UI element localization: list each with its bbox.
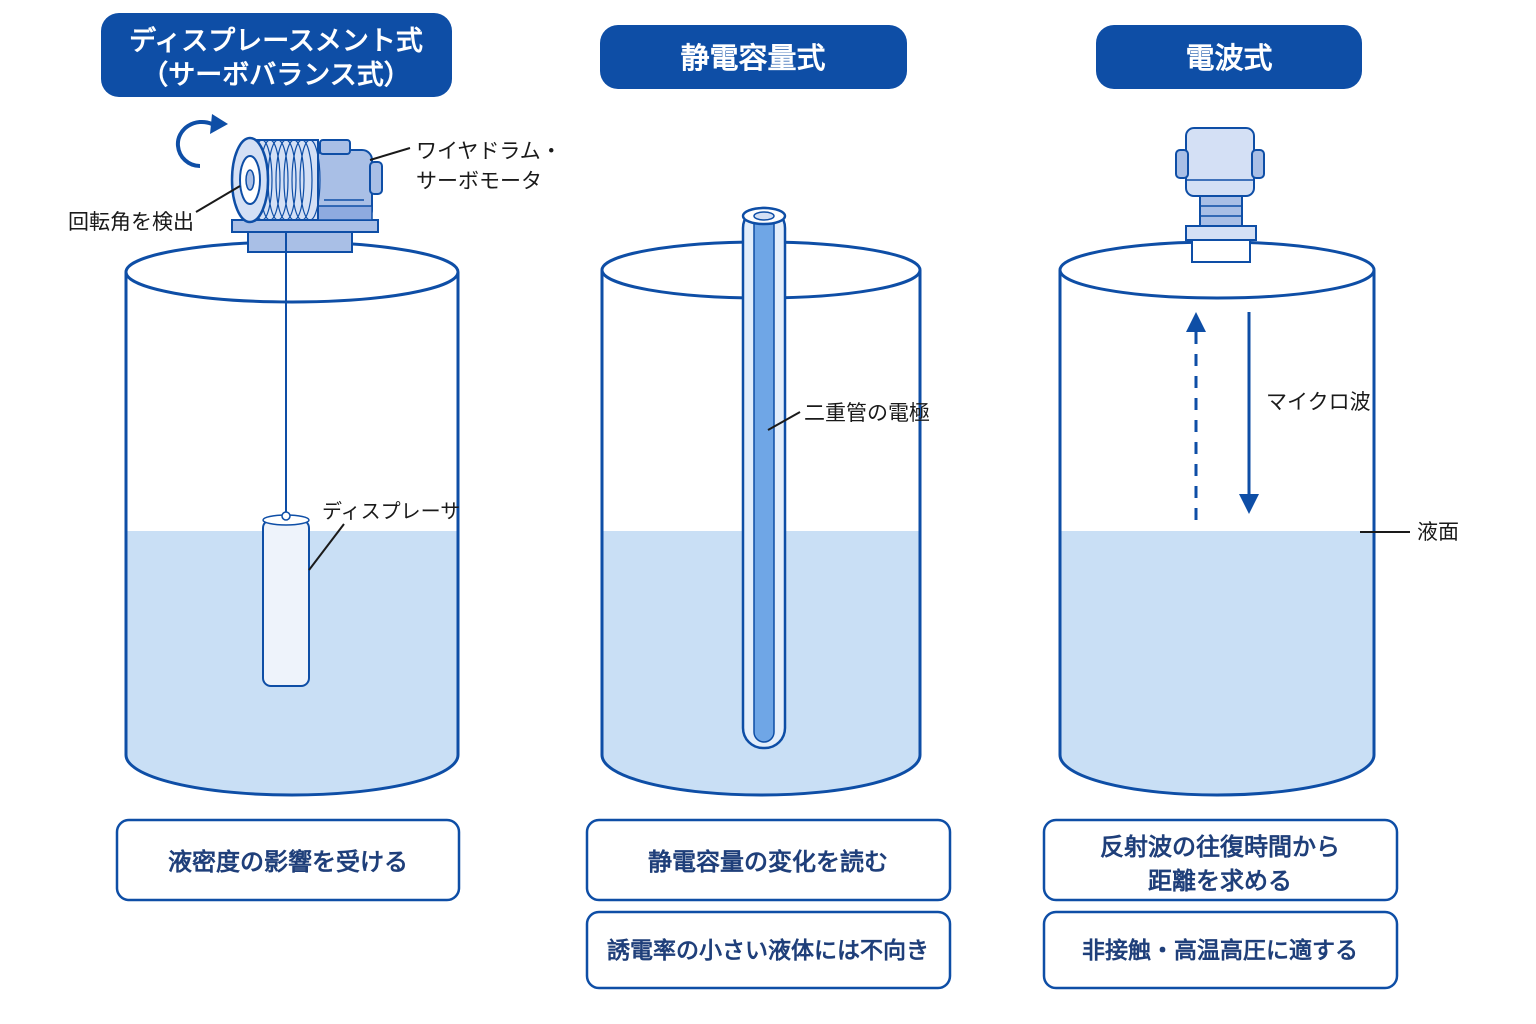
note-capacitance-1: 静電容量の変化を読む xyxy=(585,818,952,902)
displacer xyxy=(262,519,310,687)
tank-body-outline-3 xyxy=(1058,270,1376,797)
header-radar: 電波式 xyxy=(1096,25,1362,89)
label-rotation: 回転角を検出 xyxy=(68,210,194,234)
tank-radar: マイクロ波 液面 xyxy=(1058,127,1459,797)
tank-capacitance: 二重管の電極 xyxy=(600,206,930,797)
note-capacitance-2-text: 誘電率の小さい液体には不向き xyxy=(607,937,929,964)
note-capacitance-1-text: 静電容量の変化を読む xyxy=(648,848,888,876)
label-surface: 液面 xyxy=(1417,520,1459,544)
label-displacer: ディスプレーサ xyxy=(322,499,460,523)
label-microwave: マイクロ波 xyxy=(1266,390,1371,414)
tank-displacement: ワイヤドラム・ サーボモータ 回転角を検出 ディスプレーサ xyxy=(68,114,562,797)
header-displacement: ディスプレースメント式 （サーボバランス式） xyxy=(101,13,452,97)
leader-displacer xyxy=(308,523,345,571)
leader-rotation xyxy=(195,185,241,213)
label-electrode: 二重管の電極 xyxy=(804,401,930,425)
note-radar-2: 非接触・高温高圧に適する xyxy=(1042,910,1399,990)
radar-transmitter xyxy=(1175,127,1265,263)
tank-body-outline-2 xyxy=(600,270,922,797)
tank-body-outline-1 xyxy=(124,272,460,797)
header-capacitance-title: 静電容量式 xyxy=(680,41,825,75)
header-displacement-line1: ディスプレースメント式 xyxy=(129,25,423,57)
note-displacement-1: 液密度の影響を受ける xyxy=(115,818,461,902)
transmitted-arrowhead-icon xyxy=(1239,494,1259,514)
label-drum-motor-line1: ワイヤドラム・ xyxy=(416,139,562,163)
header-displacement-line2: （サーボバランス式） xyxy=(141,60,410,91)
liquid-radar xyxy=(1060,531,1374,795)
leader-drum-motor xyxy=(369,147,411,161)
note-radar-1: 反射波の往復時間から 距離を求める xyxy=(1042,818,1399,902)
header-capacitance: 静電容量式 xyxy=(600,25,907,89)
note-radar-1-line1: 反射波の往復時間から xyxy=(1100,833,1340,861)
servo-motor-cap xyxy=(369,161,383,195)
reflected-arrowhead-icon xyxy=(1186,312,1206,332)
note-displacement-1-text: 液密度の影響を受ける xyxy=(168,848,408,876)
label-drum-motor-line2: サーボモータ xyxy=(416,169,542,193)
note-capacitance-2: 誘電率の小さい液体には不向き xyxy=(585,910,952,990)
leader-electrode xyxy=(767,411,801,431)
header-radar-title: 電波式 xyxy=(1185,41,1272,75)
rotation-arrow-icon xyxy=(175,119,213,169)
note-radar-1-line2: 距離を求める xyxy=(1148,867,1292,895)
drum-coils xyxy=(251,139,321,221)
mount-flange xyxy=(247,231,353,253)
note-radar-2-text: 非接触・高温高圧に適する xyxy=(1082,937,1358,964)
electrode-inner-tube xyxy=(753,211,775,743)
servo-motor-top xyxy=(319,139,351,155)
